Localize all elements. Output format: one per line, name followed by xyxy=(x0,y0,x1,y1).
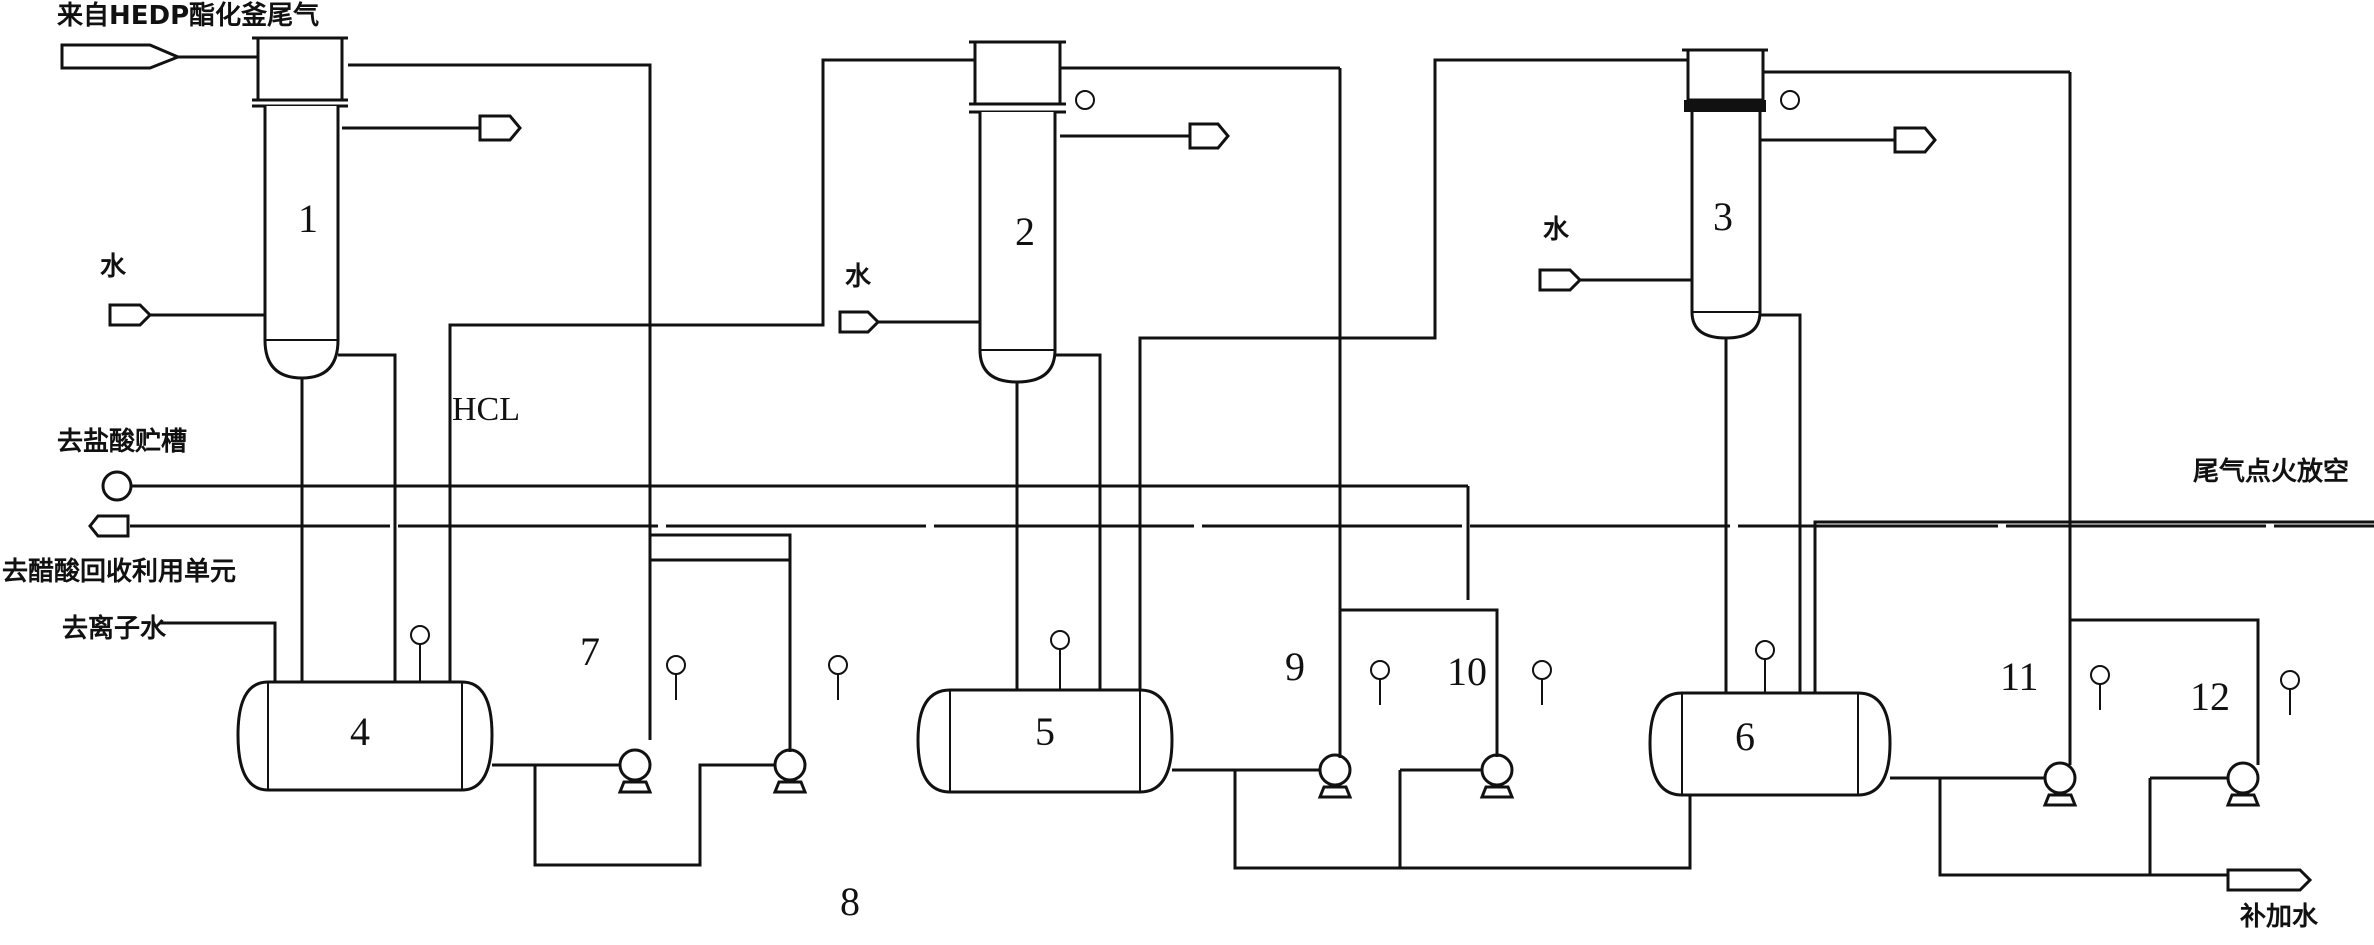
label-to-acetic-recovery: 去醋酸回收利用单元 xyxy=(2,557,236,587)
label-tail-gas-flare: 尾气点火放空 xyxy=(2193,456,2349,487)
pump-11 xyxy=(2042,761,2078,807)
absorption-column-1 xyxy=(252,36,348,380)
gas-inlet-arrow xyxy=(60,43,182,70)
tank-6-number: 6 xyxy=(1735,714,1755,759)
storage-tank-6 xyxy=(1648,691,1892,797)
label-water-3: 水 xyxy=(1543,215,1570,245)
label-hcl: HCL xyxy=(452,391,520,428)
pump-8 xyxy=(772,748,808,794)
label-water-2: 水 xyxy=(845,262,872,292)
pump-11-number: 11 xyxy=(2000,654,2039,699)
pump-7-number: 7 xyxy=(580,629,600,674)
label-to-hcl-tank: 去盐酸贮槽 xyxy=(57,427,187,457)
column-3-number: 3 xyxy=(1713,194,1733,239)
pump-12-number: 12 xyxy=(2190,674,2230,719)
pump-12 xyxy=(2225,761,2261,807)
storage-tank-4 xyxy=(236,680,494,792)
label-source-gas: 来自HEDP酯化釜尾气 xyxy=(57,0,319,31)
tank-4-number: 4 xyxy=(350,709,370,754)
pump-7 xyxy=(578,748,653,794)
pump-8-number: 8 xyxy=(840,879,860,924)
labels: 来自HEDP酯化釜尾气 水 水 水 HCL 去盐酸贮槽 去醋酸回收利用单元 去离… xyxy=(2,0,2349,932)
storage-tank-5 xyxy=(916,688,1174,794)
column-2-number: 2 xyxy=(1015,209,1035,254)
pump-9-number: 9 xyxy=(1285,644,1305,689)
pump-10 xyxy=(1479,753,1515,799)
pressure-gauges xyxy=(410,90,2300,715)
label-water-1: 水 xyxy=(100,252,127,282)
label-makeup-water: 补加水 xyxy=(2240,902,2319,932)
piping xyxy=(60,43,2374,892)
absorption-column-2 xyxy=(969,40,1066,384)
absorption-column-3 xyxy=(1682,48,1768,340)
pump-10-number: 10 xyxy=(1447,649,1487,694)
column-1-number: 1 xyxy=(298,196,318,241)
label-to-deionized-water: 去离子水 xyxy=(62,613,167,644)
pump-9 xyxy=(1317,753,1353,799)
tank-5-number: 5 xyxy=(1035,709,1055,754)
